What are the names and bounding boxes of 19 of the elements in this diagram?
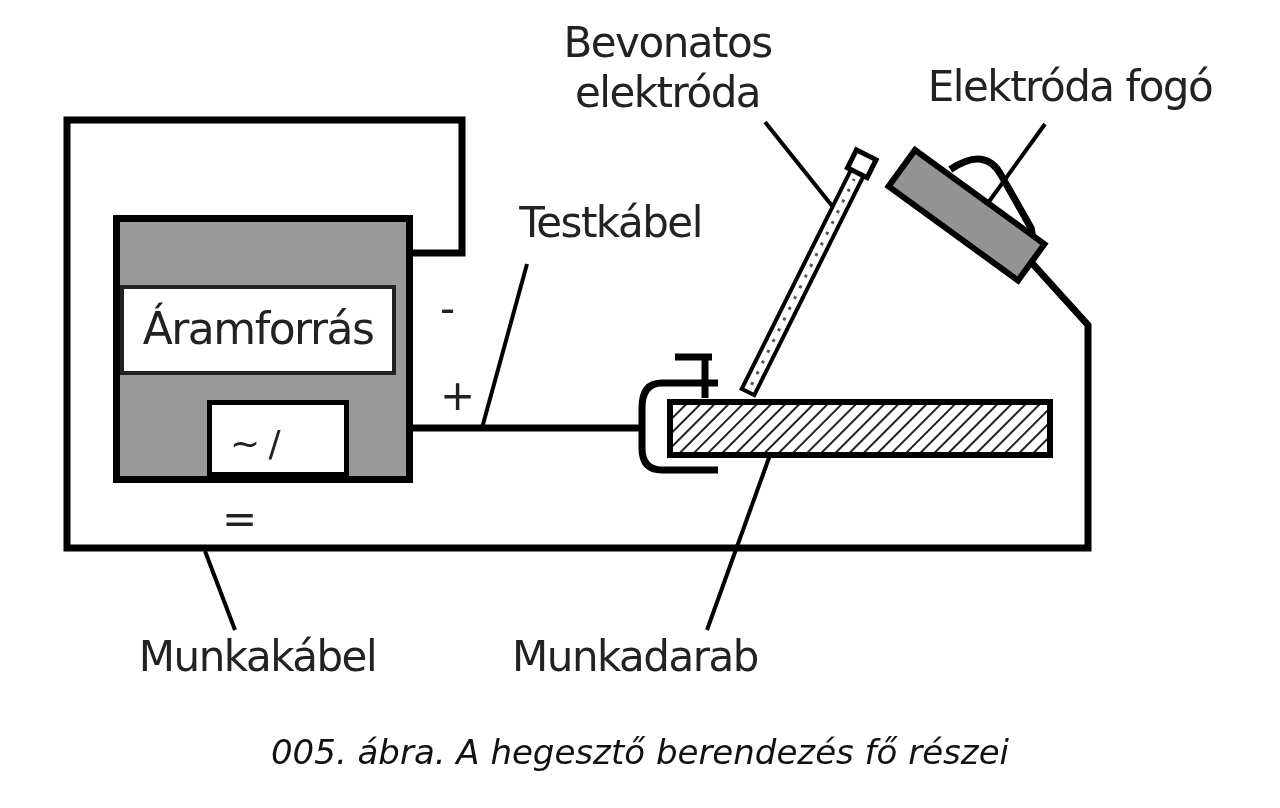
part-label: Elektróda fogó [900, 62, 1240, 122]
power-source-box [113, 215, 413, 483]
part-label: Munkadarab [490, 632, 780, 692]
part-label: Bevonatos elektróda [540, 18, 795, 146]
electrode-drawing [739, 146, 880, 398]
part-label: Munkakábel [120, 632, 395, 692]
leader-line [763, 120, 835, 209]
figure-caption: 005. ábra. A hegesztő berendezés fő részei [270, 732, 1010, 772]
cable [63, 116, 1092, 552]
meter-display: ~ / [207, 400, 349, 477]
device-label: Áramforrás [120, 285, 396, 375]
leader-line [986, 122, 1047, 205]
polarity-sign: + [440, 375, 476, 417]
leader-line [203, 550, 237, 631]
polarity-sign: = [222, 498, 258, 540]
cable [413, 424, 642, 432]
polarity-sign: - [440, 288, 456, 330]
workpiece-drawing [638, 353, 1053, 474]
part-label: Testkábel [498, 198, 723, 260]
